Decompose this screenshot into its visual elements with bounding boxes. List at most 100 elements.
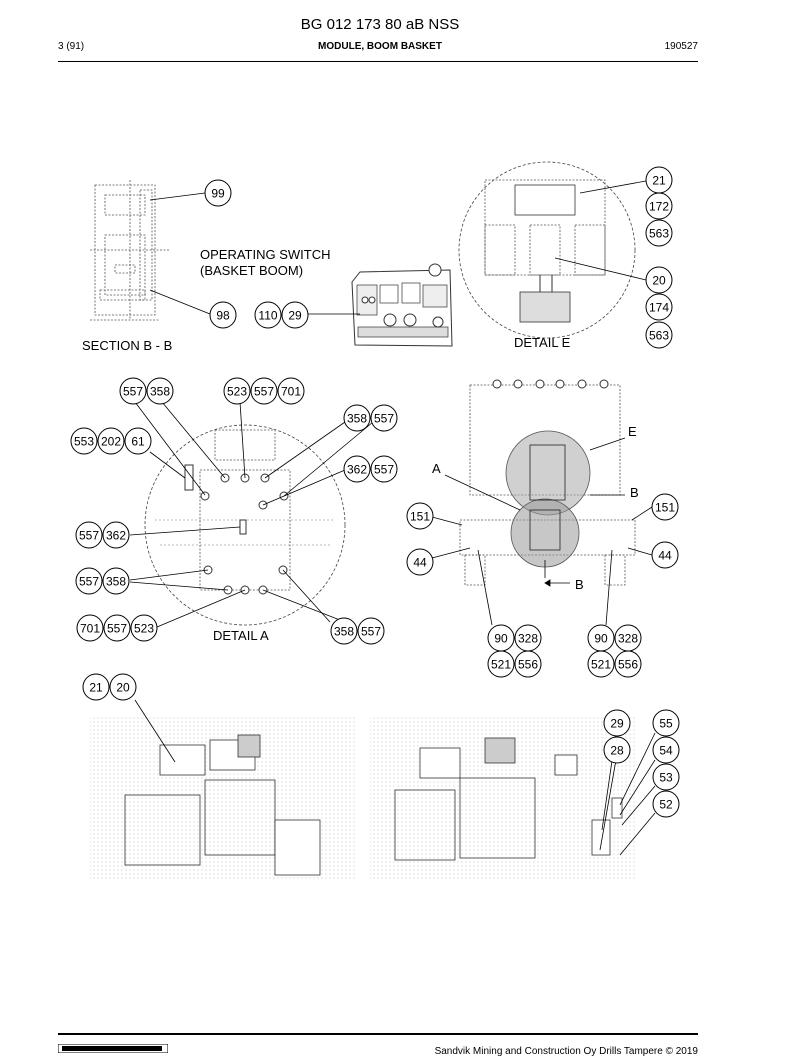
svg-text:21: 21 — [652, 174, 666, 188]
svg-text:523: 523 — [227, 385, 247, 399]
callout-556-right: 556 — [614, 650, 642, 678]
label-letter-a: A — [432, 461, 441, 476]
callout-bubbles: 99 98 110 29 21 172 563 20 174 563 557 3… — [70, 166, 680, 818]
document-date: 190527 — [664, 41, 698, 52]
svg-text:90: 90 — [494, 632, 508, 646]
svg-text:21: 21 — [89, 681, 103, 695]
callout-358-a1: 358 — [146, 377, 174, 405]
callout-151-right: 151 — [651, 493, 679, 521]
callout-523-a1: 523 — [223, 377, 251, 405]
document-id: BG 012 173 80 aB NSS — [300, 16, 460, 33]
callout-61: 61 — [124, 427, 152, 455]
callout-28: 28 — [603, 736, 631, 764]
basket-console-left-drawing — [90, 699, 355, 880]
svg-text:61: 61 — [131, 435, 145, 449]
svg-text:202: 202 — [101, 435, 121, 449]
svg-text:28: 28 — [610, 744, 624, 758]
callout-521-right: 521 — [587, 650, 615, 678]
callout-557-a3: 557 — [370, 404, 398, 432]
brand-logo — [58, 1044, 168, 1053]
footer-copyright: Sandvik Mining and Construction Oy Drill… — [434, 1046, 698, 1057]
svg-text:98: 98 — [216, 309, 230, 323]
svg-text:52: 52 — [659, 798, 673, 812]
svg-text:20: 20 — [116, 681, 130, 695]
svg-text:29: 29 — [610, 717, 624, 731]
callout-44-left: 44 — [406, 548, 434, 576]
callout-53: 53 — [652, 763, 680, 791]
callout-557-a8: 557 — [357, 617, 385, 645]
svg-text:110: 110 — [258, 309, 277, 323]
label-letter-e: E — [628, 424, 637, 439]
svg-text:563: 563 — [649, 227, 669, 241]
callout-21-detail-e: 21 — [645, 166, 673, 194]
detail-a-drawing — [129, 401, 374, 628]
svg-text:358: 358 — [347, 412, 367, 426]
callout-99: 99 — [204, 179, 232, 207]
callout-362-a1: 362 — [343, 455, 371, 483]
svg-text:557: 557 — [254, 385, 274, 399]
callout-557-a5: 557 — [75, 521, 103, 549]
label-operating-switch: OPERATING SWITCH — [200, 247, 330, 262]
svg-text:358: 358 — [150, 385, 170, 399]
callout-358-a3: 358 — [102, 567, 130, 595]
svg-text:99: 99 — [211, 187, 225, 201]
page-number: 3 (91) — [58, 41, 85, 52]
callout-358-a2: 358 — [343, 404, 371, 432]
label-detail-e: DETAIL E — [514, 335, 571, 350]
svg-text:328: 328 — [618, 632, 638, 646]
svg-text:521: 521 — [591, 658, 611, 672]
callout-557-a7: 557 — [103, 614, 131, 642]
callout-90-right: 90 — [587, 624, 615, 652]
svg-text:172: 172 — [649, 200, 669, 214]
svg-text:44: 44 — [658, 549, 672, 563]
svg-text:174: 174 — [649, 301, 669, 315]
svg-text:563: 563 — [649, 329, 669, 343]
callout-29-switch: 29 — [281, 301, 309, 329]
svg-text:362: 362 — [106, 529, 126, 543]
callout-557-a2: 557 — [250, 377, 278, 405]
svg-text:358: 358 — [106, 575, 126, 589]
callout-29-console: 29 — [603, 709, 631, 737]
svg-text:701: 701 — [80, 622, 100, 636]
callout-362-a2: 362 — [102, 521, 130, 549]
svg-text:328: 328 — [518, 632, 538, 646]
section-title: MODULE, BOOM BASKET — [318, 41, 442, 52]
callout-172: 172 — [645, 192, 673, 220]
svg-text:556: 556 — [518, 658, 538, 672]
callout-21-console: 21 — [82, 673, 110, 701]
label-letter-b-top: B — [630, 485, 639, 500]
callout-557-a4: 557 — [370, 455, 398, 483]
operating-switch-drawing — [308, 263, 453, 347]
header-rule — [58, 61, 698, 62]
callout-44-right: 44 — [651, 541, 679, 569]
callout-90-left: 90 — [487, 624, 515, 652]
callout-563-top: 563 — [645, 219, 673, 247]
callout-701-a2: 701 — [76, 614, 104, 642]
svg-text:557: 557 — [374, 412, 394, 426]
svg-text:523: 523 — [134, 622, 154, 636]
label-detail-a: DETAIL A — [213, 628, 269, 643]
svg-text:55: 55 — [659, 717, 673, 731]
callout-55: 55 — [652, 709, 680, 737]
svg-text:557: 557 — [79, 575, 99, 589]
callout-98: 98 — [209, 301, 237, 329]
svg-text:557: 557 — [374, 463, 394, 477]
svg-text:29: 29 — [288, 309, 302, 323]
callout-556-left: 556 — [514, 650, 542, 678]
svg-text:358: 358 — [334, 625, 354, 639]
label-section-bb: SECTION B - B — [82, 338, 172, 353]
svg-text:701: 701 — [281, 385, 301, 399]
callout-110: 110 — [254, 301, 282, 329]
svg-text:556: 556 — [618, 658, 638, 672]
callout-328-right: 328 — [614, 624, 642, 652]
svg-text:557: 557 — [123, 385, 143, 399]
svg-text:53: 53 — [659, 771, 673, 785]
callout-701-a1: 701 — [277, 377, 305, 405]
callout-174: 174 — [645, 293, 673, 321]
svg-text:521: 521 — [491, 658, 511, 672]
boom-overview-drawing — [431, 379, 653, 626]
svg-text:20: 20 — [652, 274, 666, 288]
callout-151-left: 151 — [406, 502, 434, 530]
callout-54: 54 — [652, 736, 680, 764]
